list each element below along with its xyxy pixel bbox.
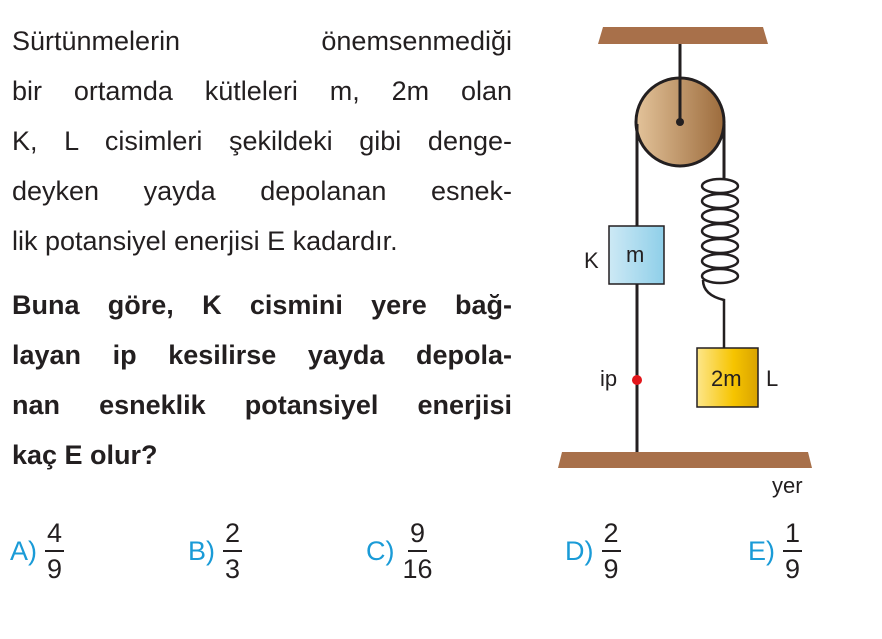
question-line: Sürtünmelerin önemsenmediği [12,26,512,56]
option-letter: E) [748,535,775,566]
rope-label: ip [600,366,617,391]
option-letter: B) [188,535,215,566]
option-letter: D) [565,535,594,566]
question-prompt-line: kaç E olur? [12,440,158,470]
question-prompt-line: nan esneklik potansiyel enerjisi [12,390,512,420]
question-line: K, L cisimleri şekildeki gibi denge- [12,126,512,156]
question-line: bir ortamda kütleleri m, 2m olan [12,76,512,106]
option-letter: A) [10,535,37,566]
question-prompt-line: Buna göre, K cismini yere bağ- [12,290,512,320]
option-letter: C) [366,535,395,566]
ground [558,452,812,468]
question-line: deyken yayda depolanan esnek- [12,176,512,206]
cut-point [632,375,642,385]
block-k-label: K [584,248,599,273]
ceiling [598,27,768,44]
question-line: lik potansiyel enerjisi E kadardır. [12,226,398,256]
ground-label: yer [772,473,803,498]
block-l-label: L [766,366,778,391]
block-k [608,225,665,285]
spring [700,177,740,348]
block-l-mass: 2m [711,366,742,391]
block-k-mass: m [626,242,644,267]
block-l [696,347,759,408]
question-text: Sürtünmelerin önemsenmediği bir ortamda … [12,16,512,480]
question-prompt-line: layan ip kesilirse yayda depola- [12,340,512,370]
